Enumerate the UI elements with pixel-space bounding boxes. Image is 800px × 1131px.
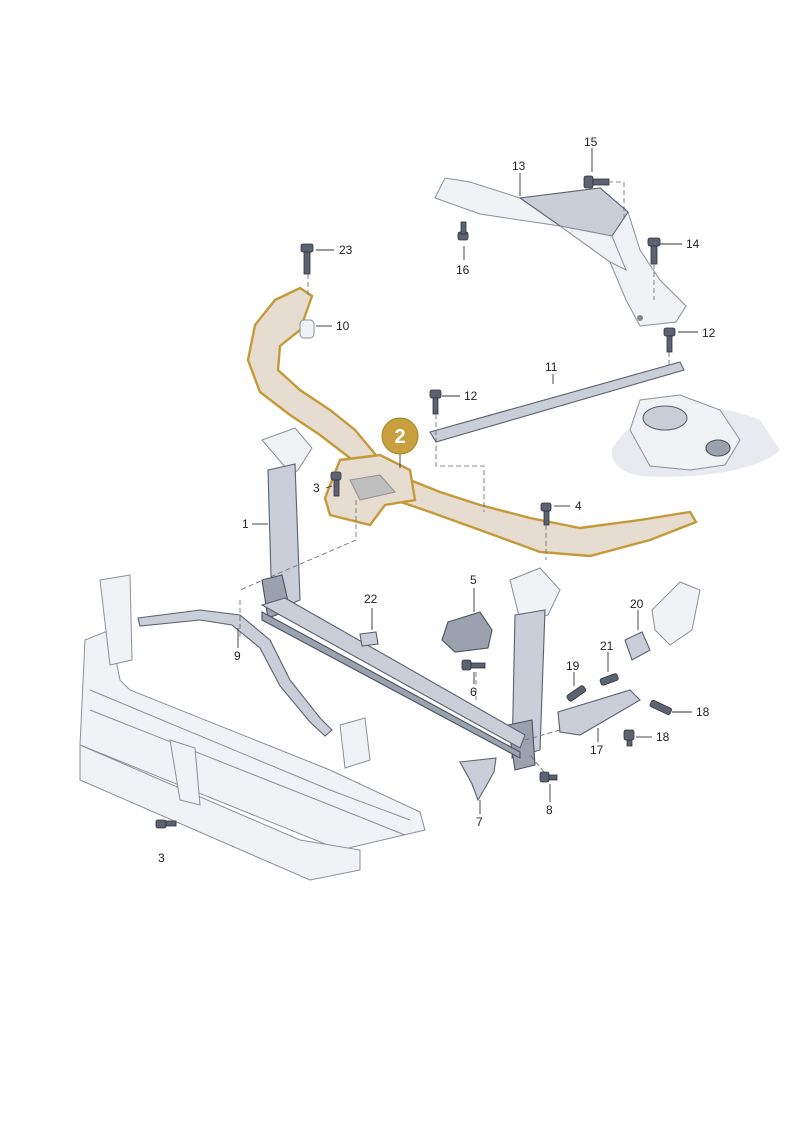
- bolt-3-lower[interactable]: [155, 819, 177, 829]
- bolt-19[interactable]: [566, 685, 587, 702]
- callout-6: 6: [470, 685, 477, 699]
- bolt-12-left[interactable]: [429, 389, 442, 415]
- bolt-18-lower[interactable]: [623, 729, 635, 747]
- left-vertical-support[interactable]: [261, 427, 313, 619]
- bracket-17[interactable]: [557, 689, 641, 736]
- bolt-23[interactable]: [300, 243, 314, 275]
- strut-bar[interactable]: [429, 361, 685, 443]
- callout-18-lower: 18: [656, 730, 670, 744]
- clip-22[interactable]: [359, 631, 379, 647]
- callout-23: 23: [339, 243, 353, 257]
- callout-3-upper: 3: [313, 481, 320, 495]
- callout-14: 14: [686, 237, 700, 251]
- bolt-21[interactable]: [599, 673, 619, 686]
- bracket-7[interactable]: [459, 757, 497, 802]
- bolt-3-upper[interactable]: [330, 471, 342, 497]
- bolt-8[interactable]: [539, 771, 558, 783]
- callout-13: 13: [512, 159, 526, 173]
- callout-3-lower: 3: [158, 851, 165, 865]
- bracket-20[interactable]: [624, 581, 701, 661]
- callout-18-upper: 18: [696, 705, 710, 719]
- callout-4: 4: [575, 499, 582, 513]
- leader-lines: [237, 148, 698, 814]
- alignment-lines: [239, 181, 670, 773]
- lower-cross-member[interactable]: [260, 597, 526, 759]
- bumper-beam-assembly: [79, 574, 426, 881]
- callout-9: 9: [234, 649, 241, 663]
- bolt-4[interactable]: [540, 502, 552, 526]
- callout-22: 22: [364, 592, 378, 606]
- callout-5: 5: [470, 573, 477, 587]
- bolt-16[interactable]: [457, 221, 469, 241]
- callout-10: 10: [336, 319, 350, 333]
- bolt-15[interactable]: [583, 175, 610, 189]
- callout-16: 16: [456, 263, 470, 277]
- callout-15: 15: [584, 135, 598, 149]
- bolt-12-right[interactable]: [663, 327, 676, 353]
- upper-cross-member[interactable]: [434, 177, 687, 327]
- callout-8: 8: [546, 803, 553, 817]
- bolt-10[interactable]: [299, 319, 315, 339]
- lock-carrier-upper-highlighted[interactable]: [246, 286, 698, 558]
- callout-12-right: 12: [702, 326, 716, 340]
- callout-7: 7: [476, 815, 483, 829]
- callout-2: 2: [394, 426, 405, 448]
- callout-19: 19: [566, 659, 580, 673]
- highlight-badge-2[interactable]: 2: [381, 417, 419, 455]
- callout-17: 17: [590, 743, 604, 757]
- callout-11: 11: [545, 360, 558, 374]
- bolt-6[interactable]: [461, 659, 486, 671]
- callout-21: 21: [600, 639, 614, 653]
- right-vertical-support[interactable]: [507, 567, 561, 771]
- callout-20: 20: [630, 597, 644, 611]
- mount-5[interactable]: [441, 611, 493, 653]
- callout-12-left: 12: [464, 389, 478, 403]
- callout-1: 1: [242, 517, 249, 531]
- bolt-18-upper[interactable]: [649, 699, 672, 716]
- bolt-14[interactable]: [647, 237, 661, 265]
- suspension-tower: [611, 394, 780, 477]
- brace-rod[interactable]: [137, 609, 333, 737]
